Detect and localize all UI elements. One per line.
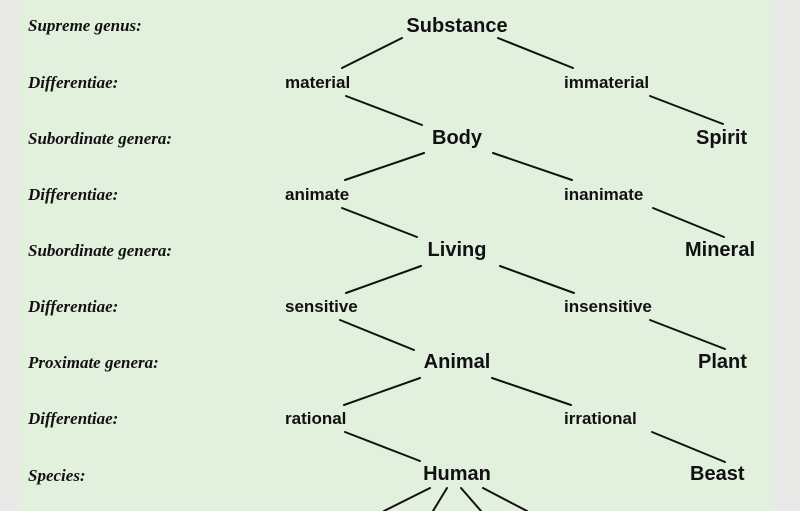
edge-inanimate-mineral [652, 207, 725, 238]
edge-immaterial-spirit [649, 95, 724, 125]
edge-human-child-3 [460, 487, 482, 511]
node-material: material [285, 73, 351, 92]
edge-material-body [345, 95, 423, 126]
node-substance: Substance [406, 15, 508, 37]
node-beast: Beast [690, 463, 745, 485]
edge-rational-human [344, 431, 421, 462]
edge-human-child-2 [432, 487, 448, 511]
node-inanimate: inanimate [564, 185, 644, 204]
edge-human-child-4 [482, 487, 528, 511]
node-animal: Animal [423, 351, 491, 373]
edge-human-child-1 [383, 487, 431, 511]
edge-body-inanimate [492, 152, 573, 181]
node-body: Body [432, 127, 482, 149]
row-label-differentiae-4: Differentiae: [28, 409, 119, 428]
row-label-differentiae-3: Differentiae: [28, 297, 119, 316]
node-spirit: Spirit [696, 127, 748, 149]
node-sensitive: sensitive [285, 297, 358, 316]
node-human: Human [423, 463, 491, 485]
edge-insensitive-plant [649, 319, 726, 350]
node-animate: animate [285, 185, 350, 204]
node-plant: Plant [698, 351, 747, 373]
row-label-supreme-genus: Supreme genus: [28, 16, 142, 35]
row-label-differentiae-1: Differentiae: [28, 73, 119, 92]
node-living: Living [427, 239, 487, 261]
node-irrational: irrational [564, 409, 637, 428]
edge-irrational-beast [651, 431, 726, 463]
row-label-subordinate-genera-2: Subordinate genera: [28, 241, 173, 260]
edge-living-insensitive [499, 265, 575, 294]
row-label-proximate-genera: Proximate genera: [28, 353, 159, 372]
edge-animal-irrational [491, 377, 572, 406]
edge-body-animate [344, 152, 425, 181]
node-immaterial: immaterial [564, 73, 650, 92]
edge-substance-material [341, 37, 403, 69]
edge-sensitive-animal [339, 319, 415, 351]
diagram-panel [19, 0, 771, 511]
edge-animal-rational [343, 377, 421, 406]
row-label-differentiae-2: Differentiae: [28, 185, 119, 204]
node-rational: rational [285, 409, 347, 428]
row-label-species: Species: [28, 466, 86, 485]
edge-animate-living [341, 207, 418, 238]
edge-substance-immaterial [497, 37, 574, 69]
row-label-subordinate-genera-1: Subordinate genera: [28, 129, 173, 148]
node-mineral: Mineral [685, 239, 756, 261]
edge-living-sensitive [345, 265, 422, 294]
node-insensitive: insensitive [564, 297, 652, 316]
